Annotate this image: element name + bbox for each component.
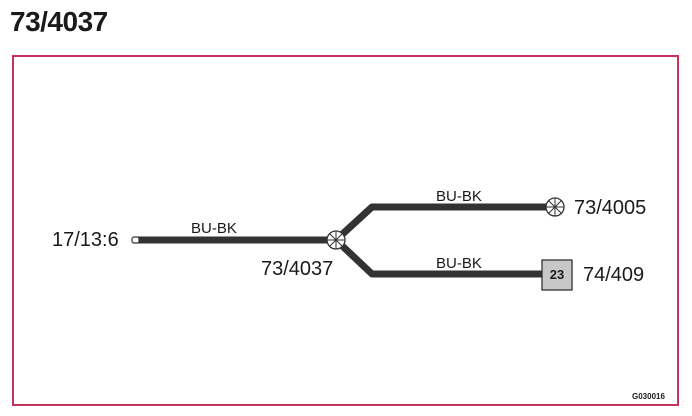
splice-icon: [326, 230, 346, 250]
bottom-right-label: 74/409: [583, 264, 645, 286]
wire-top-label: BU-BK: [436, 188, 482, 205]
wire-bottom: [333, 237, 542, 278]
page-title: 73/4037: [10, 6, 108, 37]
terminal-end-icon: [131, 236, 140, 244]
wire-left-label: BU-BK: [191, 220, 237, 237]
splice-end-icon: [545, 197, 565, 217]
figure-code: G030016: [632, 392, 665, 401]
wire-top: [333, 203, 548, 243]
connector-pin-label: 23: [549, 267, 565, 282]
left-connector-label: 17/13:6: [52, 229, 119, 251]
connector-box: [541, 259, 573, 291]
top-right-label: 73/4005: [574, 197, 647, 219]
wire-bottom-label: BU-BK: [436, 255, 482, 272]
splice-label: 73/4037: [261, 258, 334, 280]
diagram-frame: [12, 55, 679, 406]
